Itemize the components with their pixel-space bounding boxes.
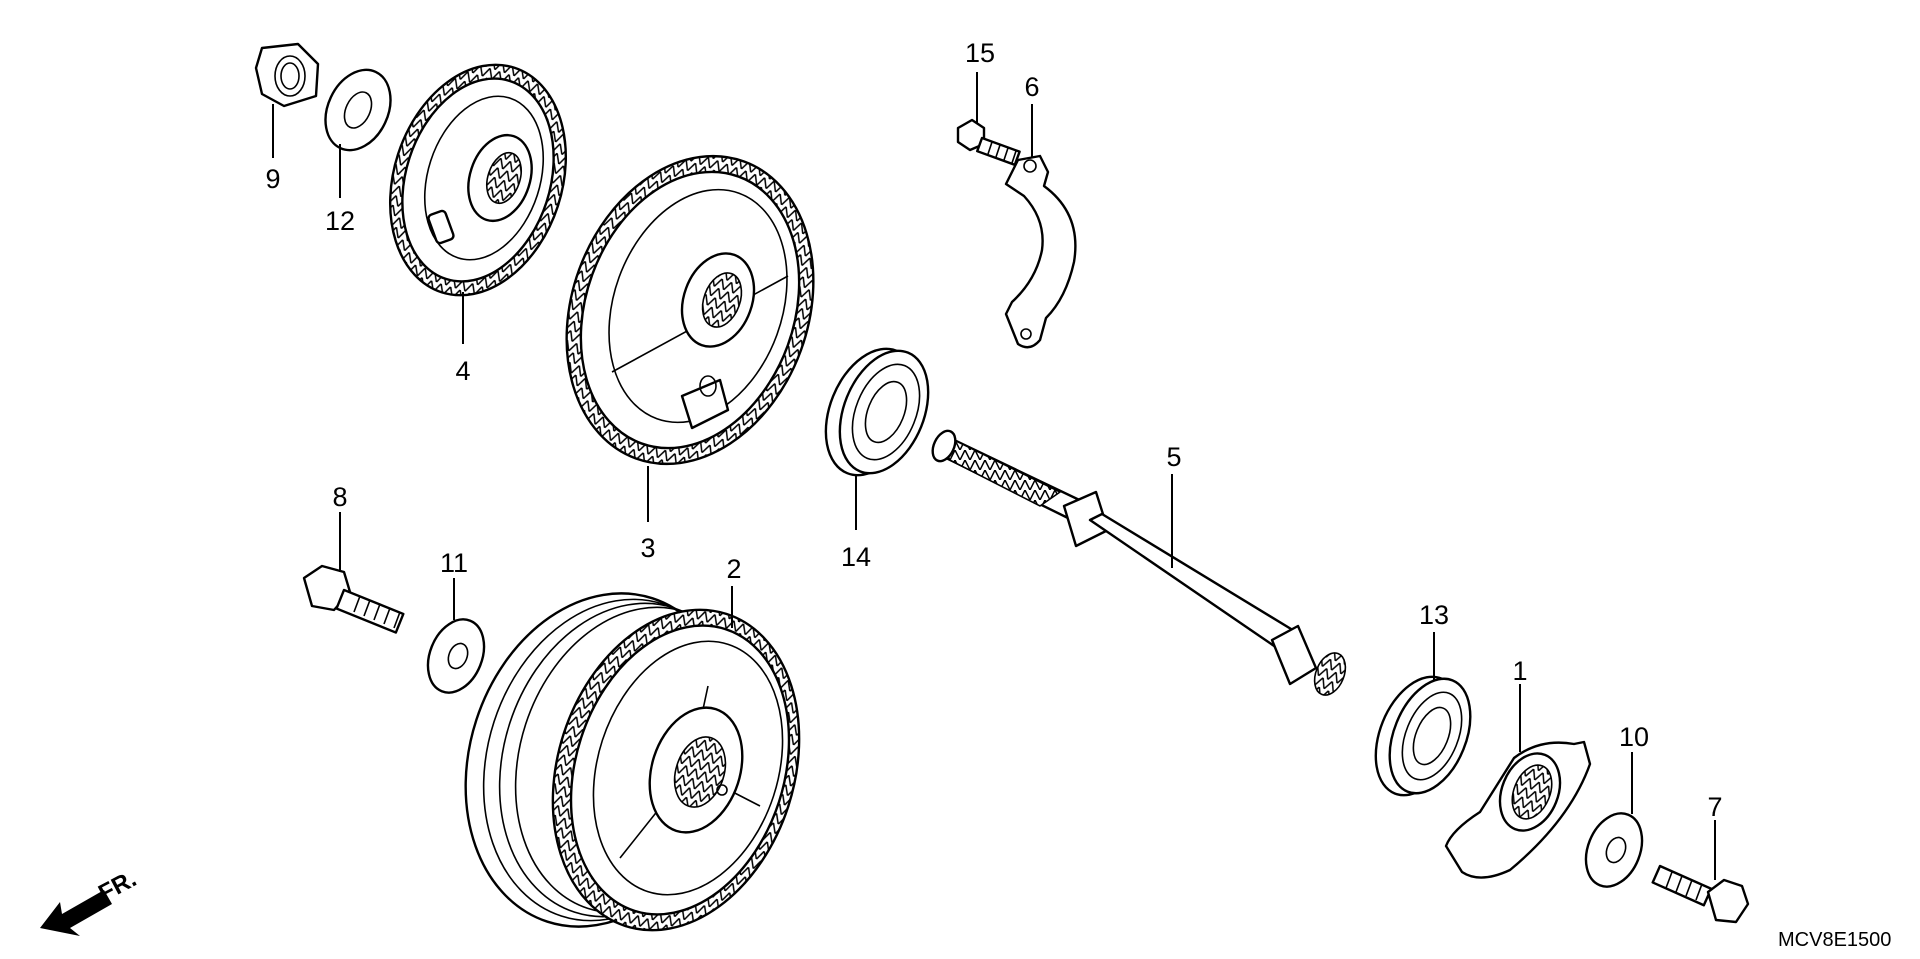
callout-4: 4	[455, 356, 470, 386]
callout-14: 14	[841, 542, 871, 572]
callout-10: 10	[1619, 722, 1649, 752]
front-arrow-icon	[40, 890, 112, 936]
washer-part-10[interactable]	[1576, 805, 1653, 895]
callout-1: 1	[1512, 656, 1527, 686]
callout-11: 11	[440, 548, 468, 578]
bolt-part-7[interactable]	[1651, 864, 1750, 924]
bearing-part-13[interactable]	[1360, 664, 1486, 807]
washer-part-11[interactable]	[418, 611, 495, 701]
gear-part-4[interactable]	[362, 42, 595, 318]
bolt-part-15[interactable]	[956, 118, 1021, 167]
bearing-part-14[interactable]	[808, 335, 945, 489]
shaft-part-5[interactable]	[928, 427, 1351, 699]
callout-8: 8	[332, 482, 347, 512]
callout-7: 7	[1707, 792, 1722, 822]
callout-2: 2	[726, 554, 741, 584]
stopper-plate-part-6[interactable]	[1004, 154, 1077, 349]
gear-part-2[interactable]	[424, 558, 839, 959]
callout-9: 9	[265, 164, 280, 194]
callout-3: 3	[640, 533, 655, 563]
weight-part-1[interactable]	[1444, 740, 1592, 879]
callout-12: 12	[325, 206, 355, 236]
bolt-part-8[interactable]	[302, 564, 405, 634]
gear-part-3[interactable]	[525, 121, 855, 499]
callout-13: 13	[1419, 600, 1449, 630]
leader-lines	[272, 72, 1716, 880]
callout-15: 15	[965, 38, 995, 68]
nut-part-9[interactable]	[254, 42, 320, 108]
callout-5: 5	[1166, 442, 1181, 472]
washer-part-12[interactable]	[313, 59, 403, 160]
callout-6: 6	[1024, 72, 1039, 102]
diagram-code: MCV8E1500	[1778, 929, 1891, 951]
